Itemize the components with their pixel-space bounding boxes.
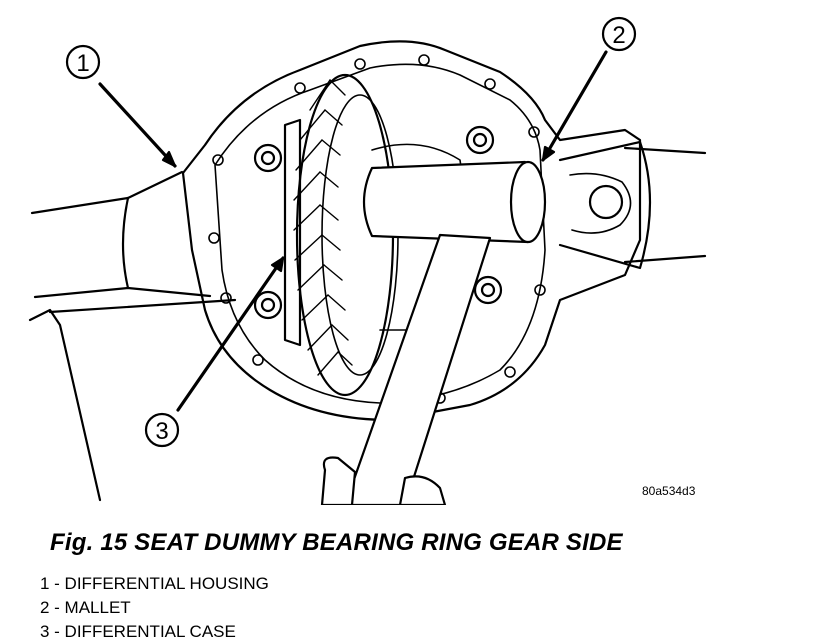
- callout-1: [65, 44, 177, 168]
- hand: [320, 456, 447, 505]
- bearing-cap-bolts: [253, 125, 503, 320]
- callout-3-number: 3: [155, 418, 168, 445]
- legend: 1 - DIFFERENTIAL HOUSING 2 - MALLET 3 - …: [40, 572, 269, 644]
- mallet-head: [362, 160, 547, 244]
- figure-caption: Fig. 15 SEAT DUMMY BEARING RING GEAR SID…: [50, 529, 623, 556]
- differential-illustration: 1 2 3: [28, 16, 707, 505]
- housing-flange: [181, 40, 642, 422]
- reference-code: 80a534d3: [642, 484, 696, 498]
- callout-1-number: 1: [76, 50, 89, 77]
- support-outline-2: [48, 298, 237, 314]
- left-axle-tube: [30, 170, 212, 299]
- support-outline: [28, 308, 102, 502]
- callout-2: [541, 16, 637, 162]
- differential-case: [283, 118, 302, 347]
- legend-item: 1 - DIFFERENTIAL HOUSING: [40, 574, 269, 593]
- mallet-handle: [343, 233, 492, 505]
- legend-item: 2 - MALLET: [40, 598, 131, 617]
- legend-item: 3 - DIFFERENTIAL CASE: [40, 622, 236, 641]
- callout-3: [144, 256, 285, 448]
- right-axle-tube: [558, 140, 707, 270]
- callout-2-number: 2: [612, 22, 625, 49]
